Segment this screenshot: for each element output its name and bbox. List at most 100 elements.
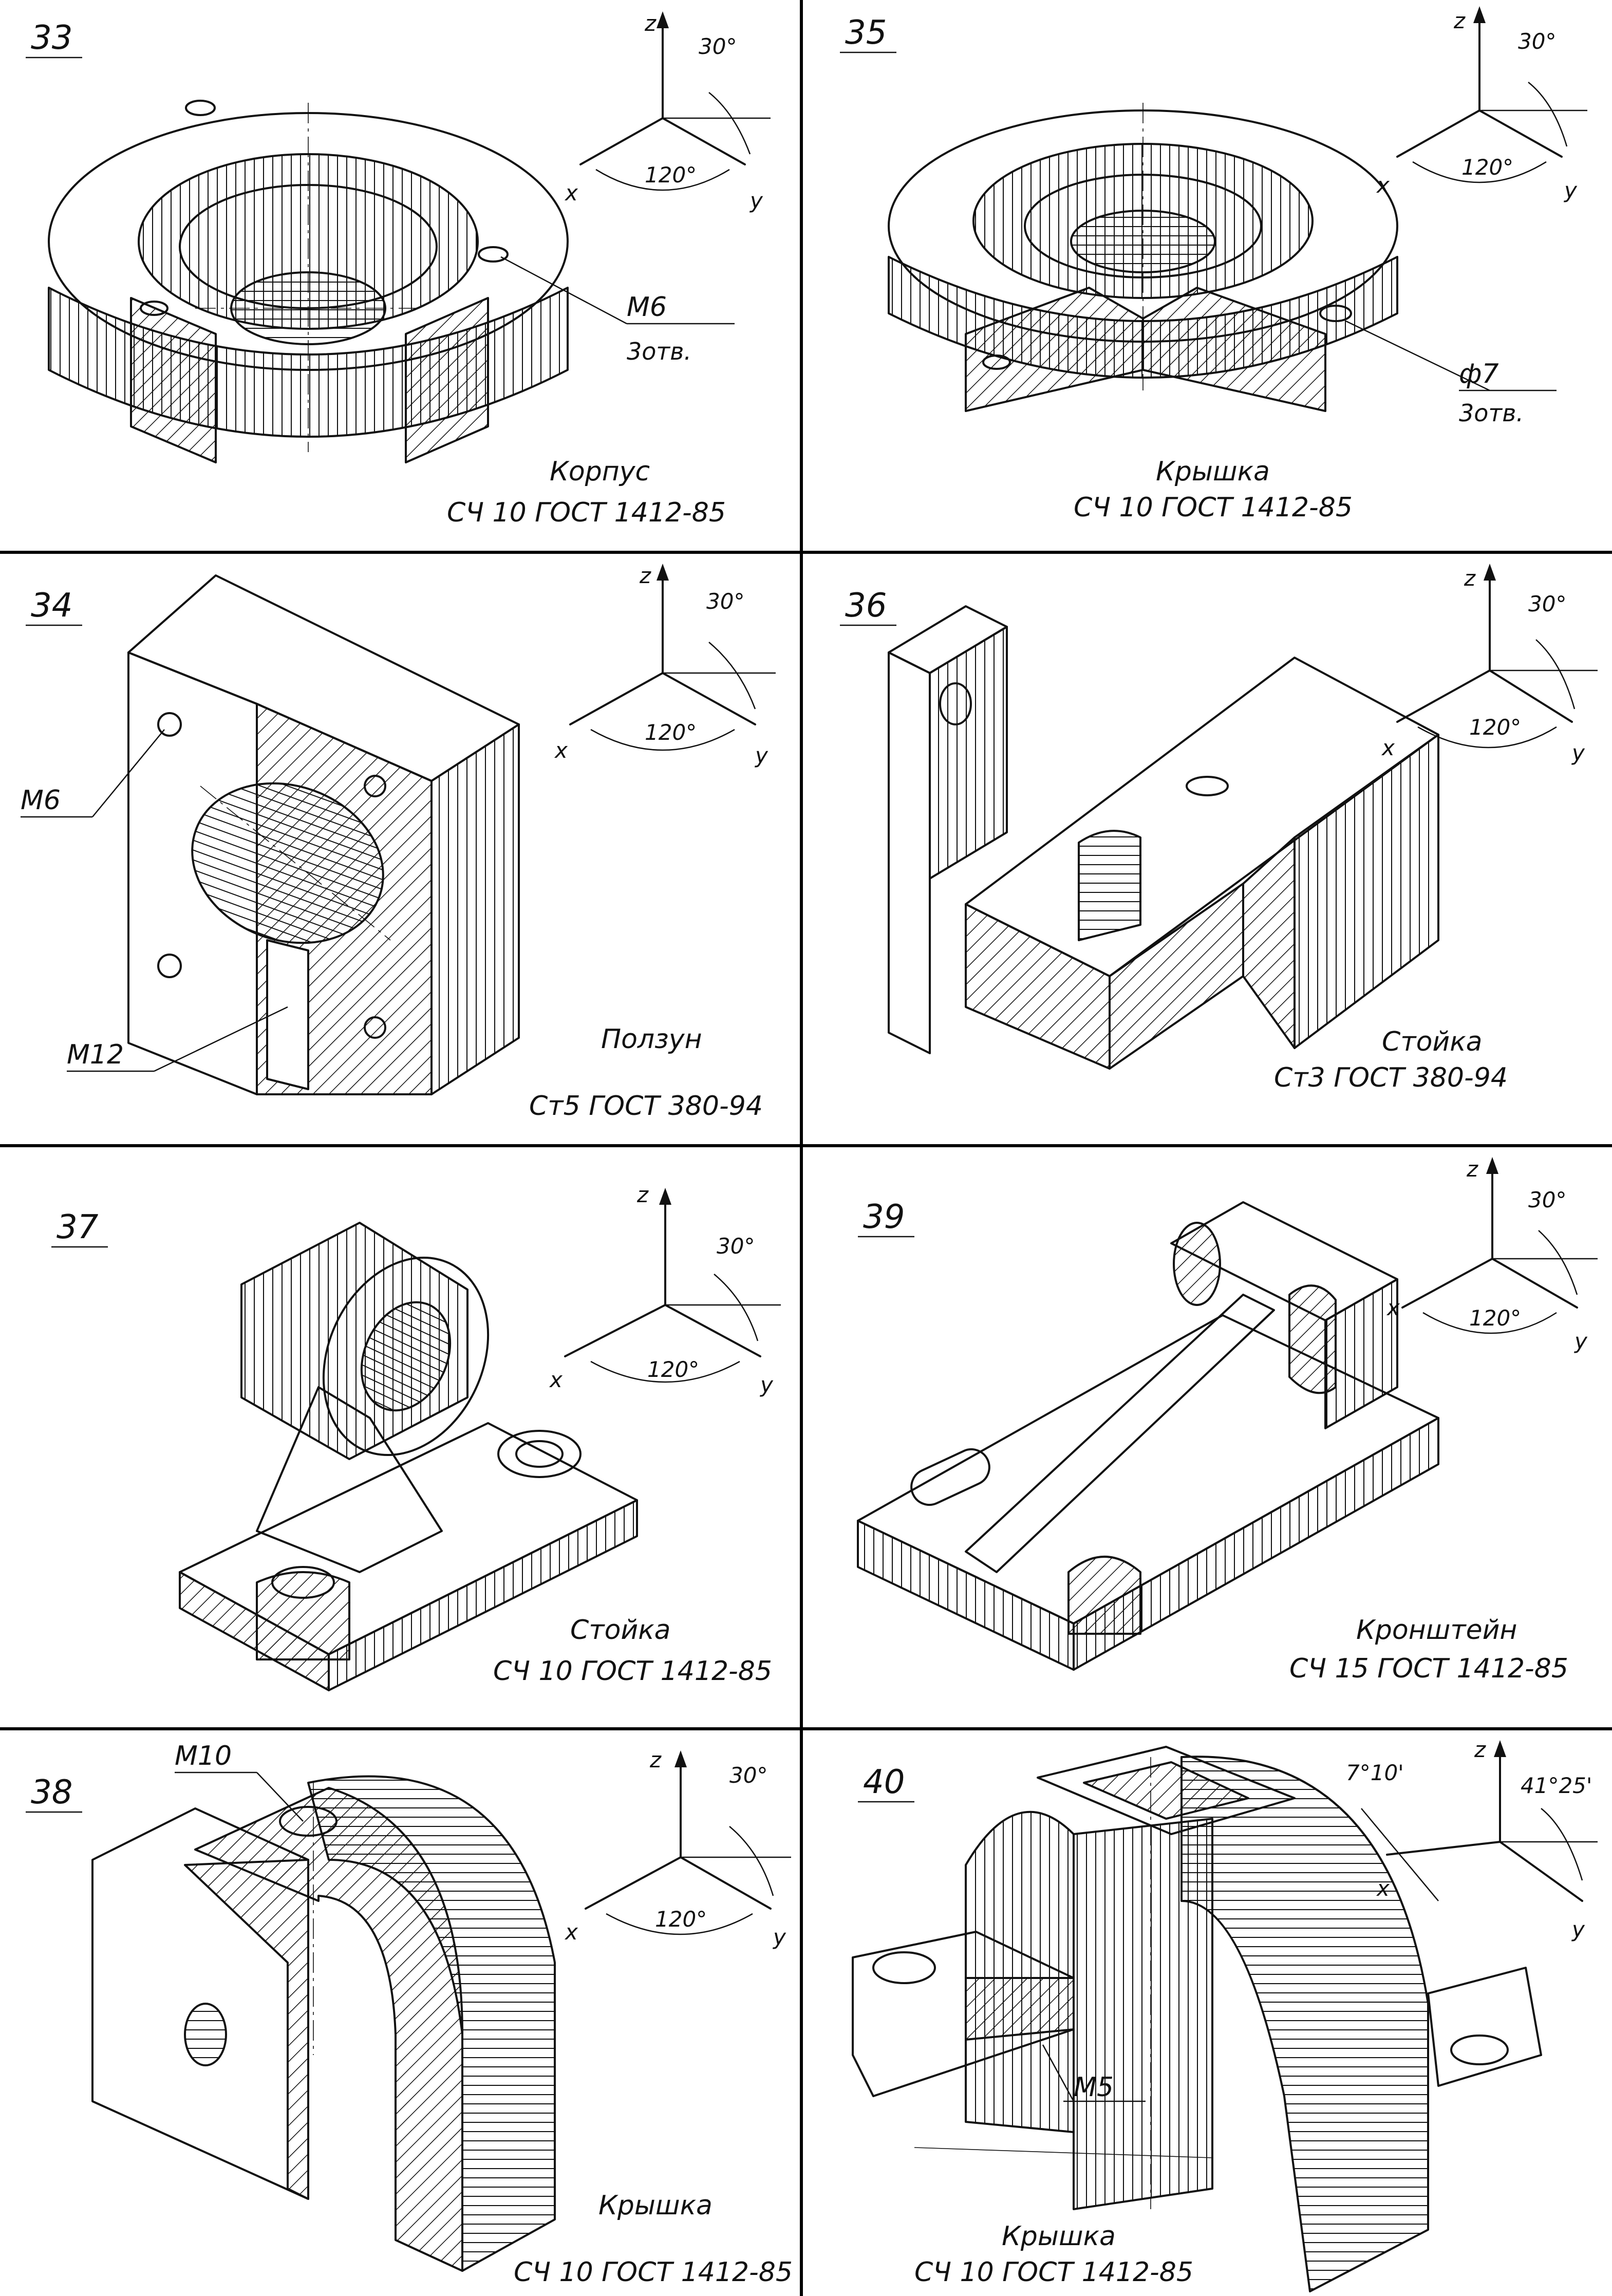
svg-text:x: x [554, 738, 568, 763]
material-spec: СЧ 10 ГОСТ 1412-85 [447, 497, 726, 528]
svg-text:z: z [1464, 566, 1476, 591]
panel-number: 34 [31, 587, 72, 625]
svg-text:y: y [1571, 1917, 1585, 1942]
svg-text:120°: 120° [1469, 1305, 1521, 1331]
svg-text:30°: 30° [717, 1234, 755, 1259]
svg-text:z: z [644, 11, 657, 36]
svg-text:30°: 30° [1518, 29, 1556, 54]
svg-text:30°: 30° [706, 589, 744, 614]
part-name: Кронштейн [1356, 1615, 1517, 1646]
svg-text:x: x [1386, 1295, 1400, 1320]
svg-text:120°: 120° [1461, 155, 1513, 180]
panel-number: 37 [57, 1208, 99, 1246]
svg-text:30°: 30° [1528, 591, 1566, 617]
panel-34: 34 М6 М12 [21, 563, 776, 1122]
material-spec: СЧ 10 ГОСТ 1412-85 [493, 1656, 772, 1687]
part-drawing-stand [888, 605, 1439, 1070]
axes-symbol: z x y 30° 120° [1386, 1156, 1598, 1354]
svg-text:y: y [1563, 178, 1578, 203]
svg-text:x: x [1376, 173, 1390, 198]
axes-symbol: z x y 30° 120° [564, 11, 771, 213]
axes-symbol: z x y 30° 120° [1381, 564, 1598, 766]
svg-text:x: x [1381, 735, 1395, 760]
svg-text:z: z [1474, 1737, 1486, 1762]
material-spec: СЧ 15 ГОСТ 1412-85 [1289, 1653, 1568, 1684]
panel-40: 40 М5 [852, 1737, 1598, 2292]
panel-number: 33 [31, 19, 72, 57]
panel-number: 35 [845, 14, 887, 52]
axes-symbol: z x y 30° 120° [564, 1747, 791, 1950]
part-name: Крышка [1156, 456, 1270, 487]
part-name: Стойка [1382, 1026, 1482, 1057]
panel-35: 35 ф7 3отв. z [840, 6, 1587, 523]
callout-d7: ф7 3отв. [1345, 320, 1557, 427]
svg-text:7°10': 7°10' [1346, 1760, 1404, 1785]
svg-text:y: y [759, 1372, 774, 1397]
part-drawing-slider [127, 574, 520, 1095]
svg-text:x: x [564, 180, 578, 206]
part-drawing-arch-cover [91, 1775, 556, 2272]
svg-text:z: z [639, 563, 651, 588]
panel-39: 39 z x y [857, 1156, 1598, 1684]
svg-text:120°: 120° [645, 720, 697, 745]
material-spec: Ст5 ГОСТ 380-94 [529, 1091, 763, 1122]
panel-number: 39 [863, 1198, 905, 1236]
axes-symbol: z x y 41°25' 7°10' [1346, 1737, 1598, 1942]
svg-text:x: x [1376, 1876, 1390, 1901]
part-name: Корпус [550, 456, 650, 487]
axes-symbol: z x y 30° 120° [554, 563, 776, 768]
svg-text:120°: 120° [647, 1357, 699, 1382]
svg-text:3отв.: 3отв. [627, 338, 691, 365]
svg-text:30°: 30° [729, 1763, 767, 1788]
part-drawing-housing [48, 100, 569, 463]
svg-text:120°: 120° [655, 1907, 707, 1932]
axes-symbol: z x y 30° 120° [1376, 6, 1587, 203]
material-spec: Ст3 ГОСТ 380-94 [1274, 1062, 1508, 1093]
svg-text:y: y [1573, 1329, 1588, 1354]
svg-text:y: y [749, 188, 763, 213]
svg-text:y: y [754, 743, 768, 768]
callout-m5: М5 [1042, 2044, 1146, 2103]
axes-symbol: z x y 30° 120° [549, 1182, 781, 1397]
svg-text:z: z [1466, 1156, 1478, 1182]
svg-text:y: y [1571, 740, 1585, 766]
panel-33: 33 М6 3отв. [26, 11, 771, 528]
part-name: Крышка [1002, 2221, 1116, 2252]
panel-number: 38 [31, 1774, 72, 1812]
svg-text:М10: М10 [175, 1741, 232, 1771]
part-drawing-cover [888, 103, 1398, 412]
svg-text:41°25': 41°25' [1521, 1773, 1592, 1798]
panel-36: 36 z x [840, 564, 1598, 1093]
panel-number: 36 [845, 587, 887, 625]
part-drawing-bracket [857, 1201, 1439, 1671]
material-spec: СЧ 10 ГОСТ 1412-85 [1074, 492, 1353, 523]
svg-text:30°: 30° [1528, 1187, 1566, 1212]
svg-text:120°: 120° [1469, 715, 1521, 740]
svg-text:x: x [564, 1919, 578, 1945]
callout-m6: М6 3отв. [500, 256, 735, 365]
svg-text:z: z [649, 1747, 662, 1772]
material-spec: СЧ 10 ГОСТ 1412-85 [914, 2257, 1193, 2288]
panel-37: 37 z x y [51, 1182, 781, 1691]
svg-text:М6: М6 [627, 292, 667, 323]
callout-m10: М10 [175, 1741, 304, 1822]
part-name: Крышка [598, 2190, 713, 2221]
svg-text:М6: М6 [21, 785, 61, 816]
svg-text:М5: М5 [1074, 2072, 1114, 2103]
part-name: Ползун [601, 1024, 702, 1055]
svg-text:М12: М12 [67, 1039, 124, 1070]
svg-text:z: z [1453, 8, 1466, 33]
svg-text:x: x [549, 1367, 563, 1392]
callout-m12: М12 [67, 1006, 288, 1072]
svg-text:z: z [636, 1182, 649, 1207]
svg-text:30°: 30° [699, 34, 737, 59]
svg-text:y: y [772, 1925, 786, 1950]
svg-text:ф7: ф7 [1459, 359, 1499, 389]
panel-number: 40 [863, 1763, 905, 1801]
panel-38: 38 М10 z x y [26, 1741, 793, 2288]
svg-text:120°: 120° [645, 162, 697, 188]
part-name: Стойка [570, 1615, 670, 1646]
material-spec: СЧ 10 ГОСТ 1412-85 [514, 2257, 793, 2288]
